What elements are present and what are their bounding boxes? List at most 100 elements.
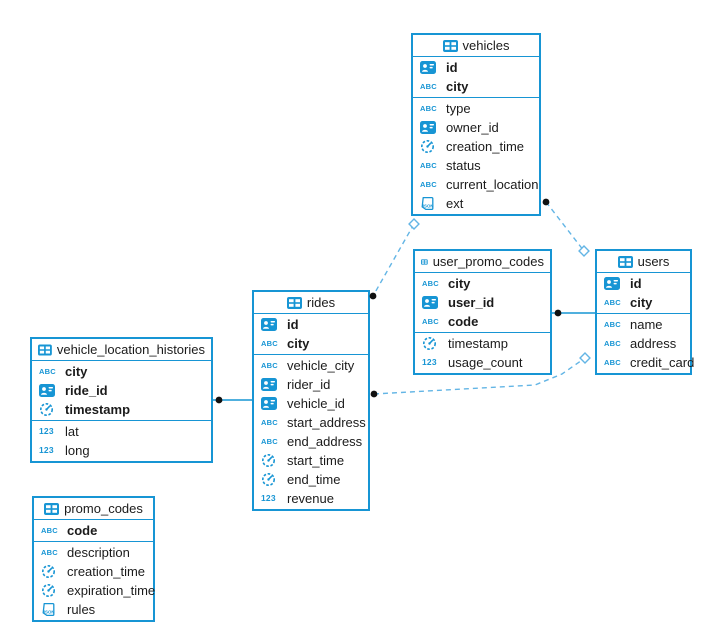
- field-row-current_location[interactable]: ABC current_location: [413, 175, 539, 194]
- field-row-id[interactable]: id: [254, 315, 368, 334]
- table-title: vehicle_location_histories: [56, 342, 205, 357]
- abc-icon: ABC: [604, 338, 621, 348]
- field-type-icon: [422, 336, 443, 351]
- field-row-city[interactable]: ABC city: [413, 77, 539, 96]
- clock-icon: [423, 337, 436, 350]
- field-row-ext[interactable]: JSON ext: [413, 194, 539, 213]
- field-row-credit_card[interactable]: ABC credit_card: [597, 353, 694, 372]
- table-header[interactable]: vehicle_location_histories: [32, 339, 211, 361]
- field-type-icon: ABC: [261, 438, 282, 446]
- field-type-icon: ABC: [261, 419, 282, 427]
- field-type-icon: ABC: [41, 527, 62, 535]
- table-vehicle_location_histories[interactable]: vehicle_location_histories ABC city ride…: [30, 337, 213, 463]
- number-icon: 123: [261, 493, 276, 504]
- field-type-icon: ABC: [420, 181, 441, 189]
- table-icon: [44, 502, 60, 515]
- field-row-address[interactable]: ABC address: [597, 334, 690, 353]
- table-header[interactable]: promo_codes: [34, 498, 153, 520]
- relationship-line-rides-users[interactable]: [373, 357, 586, 395]
- field-type-icon: [420, 61, 441, 74]
- number-icon: 123: [39, 445, 54, 456]
- table-rides[interactable]: rides id ABC city ABC vehicle_city: [252, 290, 370, 511]
- table-icon: [421, 258, 428, 265]
- table-header[interactable]: rides: [254, 292, 368, 314]
- field-row-status[interactable]: ABC status: [413, 156, 539, 175]
- field-row-name[interactable]: ABC name: [597, 315, 690, 334]
- relationship-line-vehicles-users[interactable]: [545, 201, 585, 252]
- field-row-creation_time[interactable]: creation_time: [34, 562, 153, 581]
- field-type-icon: 123: [39, 427, 60, 436]
- table-title: users: [637, 254, 670, 269]
- field-row-id[interactable]: id: [413, 58, 539, 77]
- field-row-rules[interactable]: JSON rules: [34, 600, 153, 619]
- field-name: current_location: [446, 177, 539, 192]
- table-header[interactable]: users: [597, 251, 690, 273]
- field-row-type[interactable]: ABC type: [413, 99, 539, 118]
- field-type-icon: [420, 139, 441, 154]
- field-row-long[interactable]: 123 long: [32, 441, 211, 460]
- field-row-usage_count[interactable]: 123 usage_count: [415, 353, 550, 372]
- field-row-timestamp[interactable]: timestamp: [415, 334, 550, 353]
- uuid-icon: [261, 397, 277, 410]
- table-vehicles[interactable]: vehicles id ABC city ABC type: [411, 33, 541, 216]
- field-name: vehicle_id: [287, 396, 345, 411]
- field-type-icon: [41, 583, 62, 598]
- table-header[interactable]: vehicles: [413, 35, 539, 57]
- field-name: id: [287, 317, 299, 332]
- field-row-city[interactable]: ABC city: [32, 362, 211, 381]
- table-header[interactable]: user_promo_codes: [415, 251, 550, 273]
- table-user_promo_codes[interactable]: user_promo_codes ABC city user_id ABC co…: [413, 249, 552, 375]
- field-row-user_id[interactable]: user_id: [415, 293, 550, 312]
- field-row-start_time[interactable]: start_time: [254, 451, 368, 470]
- table-title: vehicles: [462, 38, 510, 53]
- field-row-revenue[interactable]: 123 revenue: [254, 489, 368, 508]
- field-type-icon: [39, 402, 60, 417]
- field-row-timestamp[interactable]: timestamp: [32, 400, 211, 419]
- uuid-icon: [39, 384, 55, 397]
- field-row-ride_id[interactable]: ride_id: [32, 381, 211, 400]
- json-icon: JSON: [421, 196, 434, 211]
- field-row-lat[interactable]: 123 lat: [32, 422, 211, 441]
- field-name: city: [630, 295, 653, 310]
- abc-icon: ABC: [420, 103, 437, 113]
- relationship-line-vehicles-rides[interactable]: [372, 223, 415, 297]
- field-row-expiration_time[interactable]: expiration_time: [34, 581, 155, 600]
- field-row-code[interactable]: ABC code: [415, 312, 550, 331]
- clock-icon: [42, 565, 55, 578]
- field-row-vehicle_city[interactable]: ABC vehicle_city: [254, 356, 368, 375]
- table-promo_codes[interactable]: promo_codes ABC code ABC description cre…: [32, 496, 155, 622]
- field-row-creation_time[interactable]: creation_time: [413, 137, 539, 156]
- field-name: vehicle_city: [287, 358, 355, 373]
- field-type-icon: 123: [422, 358, 443, 367]
- field-name: credit_card: [630, 355, 695, 370]
- field-row-start_address[interactable]: ABC start_address: [254, 413, 368, 432]
- field-type-icon: [261, 472, 282, 487]
- clock-icon: [262, 454, 275, 467]
- field-row-description[interactable]: ABC description: [34, 543, 153, 562]
- abc-icon: ABC: [422, 278, 439, 288]
- field-row-city[interactable]: ABC city: [415, 274, 550, 293]
- field-name: timestamp: [448, 336, 508, 351]
- field-row-end_time[interactable]: end_time: [254, 470, 368, 489]
- field-row-end_address[interactable]: ABC end_address: [254, 432, 368, 451]
- field-row-vehicle_id[interactable]: vehicle_id: [254, 394, 368, 413]
- field-type-icon: ABC: [420, 83, 441, 91]
- table-users[interactable]: users id ABC city ABC name ABC address: [595, 249, 694, 375]
- field-name: code: [448, 314, 479, 329]
- fields-section: ABC vehicle_city rider_id vehicle_id: [254, 355, 368, 509]
- field-name: owner_id: [446, 120, 499, 135]
- field-name: city: [287, 336, 310, 351]
- field-row-id[interactable]: id: [597, 274, 690, 293]
- field-name: revenue: [287, 491, 334, 506]
- field-row-rider_id[interactable]: rider_id: [254, 375, 368, 394]
- uuid-icon: [261, 378, 277, 391]
- field-row-owner_id[interactable]: owner_id: [413, 118, 539, 137]
- field-row-code[interactable]: ABC code: [34, 521, 153, 540]
- abc-icon: ABC: [422, 316, 439, 326]
- field-name: city: [448, 276, 471, 291]
- field-type-icon: ABC: [604, 299, 625, 307]
- field-type-icon: ABC: [604, 321, 625, 329]
- field-row-city[interactable]: ABC city: [597, 293, 690, 312]
- field-row-city[interactable]: ABC city: [254, 334, 368, 353]
- field-name: long: [65, 443, 90, 458]
